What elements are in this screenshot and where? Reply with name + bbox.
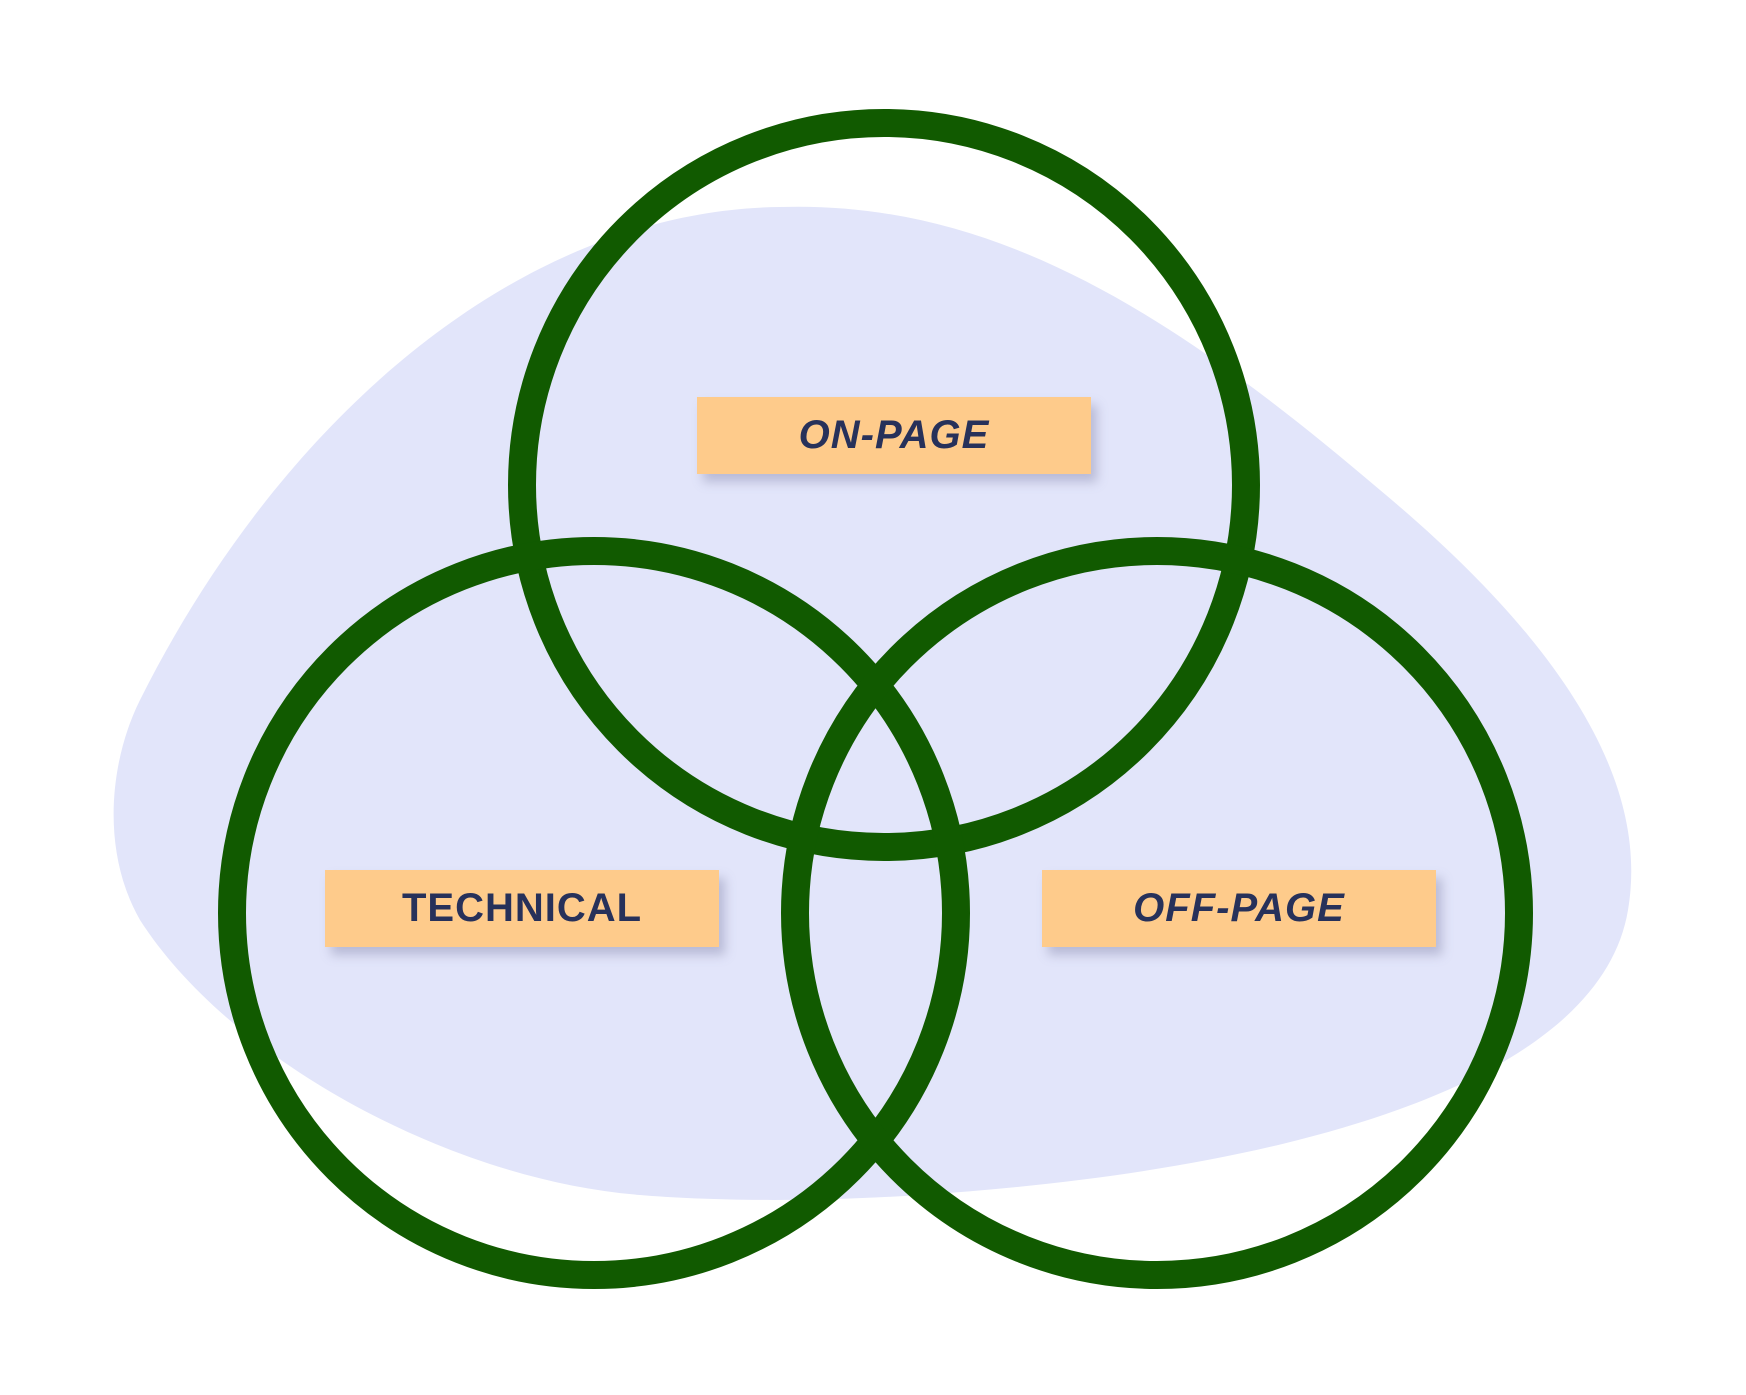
off-page-label: OFF-PAGE [1042, 870, 1436, 947]
off-page-circle [781, 537, 1533, 1289]
on-page-label: ON-PAGE [697, 397, 1091, 474]
technical-label-text: TECHNICAL [401, 886, 643, 930]
technical-circle [218, 537, 970, 1289]
on-page-label-text: ON-PAGE [798, 413, 990, 457]
technical-label: TECHNICAL [325, 870, 719, 947]
off-page-label-text: OFF-PAGE [1133, 886, 1345, 930]
on-page-circle [508, 109, 1260, 861]
